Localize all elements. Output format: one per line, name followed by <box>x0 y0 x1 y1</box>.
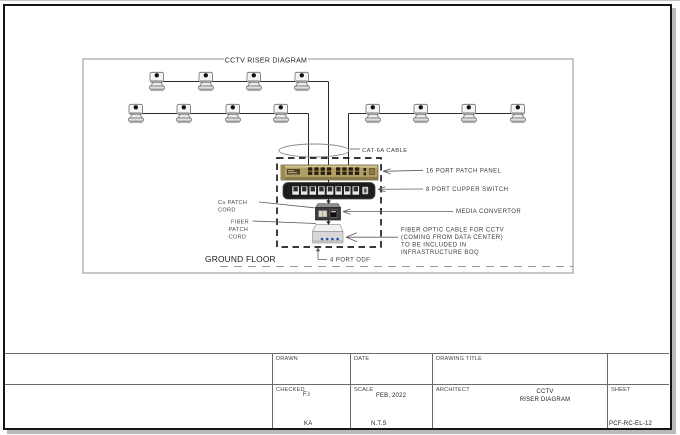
cctv-camera-icon <box>148 71 166 92</box>
copper-switch-device <box>282 182 376 200</box>
patch-panel-port <box>348 167 353 171</box>
patch-panel-leader-arrow <box>382 168 424 175</box>
cctv-camera-icon <box>197 71 215 92</box>
patch-panel-port <box>354 171 360 175</box>
title-block-top-line <box>5 353 669 354</box>
fiber-patch-cord-line1: FIBER <box>231 220 249 226</box>
drawing-title-label: DRAWING TITLE <box>436 355 483 362</box>
switch-leader-arrow <box>377 186 424 193</box>
scale-label: SCALE <box>354 386 374 393</box>
title-block-divider-1 <box>272 353 273 428</box>
cctv-camera-icon <box>272 103 290 124</box>
switch-port-inner <box>293 186 298 192</box>
title-block-mid-line <box>5 384 669 385</box>
cctv-camera-icon <box>412 103 430 124</box>
fiber-note-leader-arrow <box>345 232 398 242</box>
copper-switch-label: 8 PORT CUPPER SWITCH <box>426 187 508 193</box>
patch-panel-port <box>336 171 341 175</box>
cu-patch-cord-leader <box>258 201 315 209</box>
patch-panel-port <box>336 167 341 171</box>
media-convertor-device <box>314 203 342 221</box>
riser-cable-line <box>150 81 329 165</box>
riser-cable-lines <box>129 81 519 165</box>
patch-panel-port <box>314 171 319 175</box>
odf-label: 4 PORT ODF <box>330 258 370 264</box>
switch-port-inner <box>353 186 358 192</box>
cctv-camera-icon <box>224 103 242 124</box>
switch-port-inner <box>310 186 315 192</box>
fiber-patch-cord-line3: CORD <box>229 235 247 241</box>
diagram-title: CCTV RISER DIAGRAM <box>225 58 307 65</box>
cctv-camera-icon <box>509 103 527 124</box>
patch-panel-ports <box>308 167 360 175</box>
cctv-camera-icon <box>175 103 193 124</box>
patch-panel-port <box>320 171 325 175</box>
fiber-note-line4: INFRASTRUCTURE BOQ <box>401 250 479 256</box>
date-label: DATE <box>354 355 370 362</box>
title-block-divider-2 <box>350 353 351 428</box>
fiber-patch-cord-leader <box>252 220 317 224</box>
patch-panel-port <box>354 167 360 171</box>
fiber-note-line3: TO BE INCLUDED IN <box>401 242 467 248</box>
patch-panel-port <box>342 167 347 171</box>
fiber-patch-cord-line2: PATCH <box>229 227 249 233</box>
architect-label: ARCHITECT <box>436 386 470 393</box>
cat6a-cable-bundle-ellipse <box>278 143 350 158</box>
patch-panel-port <box>348 171 353 175</box>
odf-leader-arrow <box>315 247 321 252</box>
cctv-camera-icon <box>364 103 382 124</box>
switch-port-inner <box>302 186 307 192</box>
switch-port-inner <box>345 186 350 192</box>
cu-patch-cord-line2: CORD <box>218 208 236 214</box>
patch-panel-label: 16 PORT PATCH PANEL <box>426 169 502 175</box>
cctv-camera-icon <box>127 103 145 124</box>
checked-label: CHECKED <box>276 386 305 393</box>
diagram-title-mask <box>224 53 308 64</box>
patch-panel-port <box>320 167 325 171</box>
patch-panel-port <box>314 167 319 171</box>
patch-panel-port <box>308 171 313 175</box>
odf-device <box>311 224 344 244</box>
switch-ports <box>291 185 360 196</box>
patch-panel-device <box>280 164 379 181</box>
patch-panel-port <box>326 171 332 175</box>
equipment-enclosure-dashed-box <box>276 157 382 248</box>
cat6a-cable-label: CAT-6A CABLE <box>362 148 408 154</box>
patch-panel-port <box>342 171 347 175</box>
fiber-note-line1: FIBER OPTIC CABLE FOR CCTV <box>401 228 504 234</box>
title-block-divider-3 <box>432 353 433 428</box>
sheet-label: SHEET <box>611 386 631 393</box>
camera-rows <box>127 71 527 124</box>
media-convertor-label: MEDIA CONVERTOR <box>456 209 521 215</box>
ground-floor-label: GROUND FLOOR <box>205 254 276 264</box>
sheet-value: PCF-RC-EL-12 <box>609 420 653 427</box>
switch-port-inner <box>327 186 333 192</box>
patch-panel-port <box>308 167 313 171</box>
media-convertor-leader-arrow <box>342 208 453 215</box>
cu-patch-cord-line1: Cu PATCH <box>218 200 247 206</box>
cctv-camera-icon <box>293 71 311 92</box>
scale-value: N.T.S <box>371 421 387 427</box>
cctv-camera-icon <box>245 71 263 92</box>
switch-port-inner <box>336 186 341 192</box>
switch-port-inner <box>319 186 324 192</box>
drawing-title-value-line2: RISER DIAGRAM <box>519 396 571 403</box>
drawing-title-value: CCTV RISER DIAGRAM <box>460 389 630 404</box>
patch-panel-port <box>326 167 332 171</box>
device-connectors <box>326 180 331 225</box>
date-value: FEB, 2022 <box>376 392 407 399</box>
checked-value: F.I <box>303 392 310 398</box>
cctv-camera-icon <box>460 103 478 124</box>
diagram-frame <box>82 58 574 274</box>
drawn-label: DRAWN <box>276 355 298 362</box>
fiber-note-line2: (COMING FROM DATA CENTER) <box>401 235 503 241</box>
title-block-divider-4 <box>607 353 608 428</box>
drawing-title-value-line1: CCTV <box>536 389 554 395</box>
drawn-value: KA <box>304 420 313 427</box>
